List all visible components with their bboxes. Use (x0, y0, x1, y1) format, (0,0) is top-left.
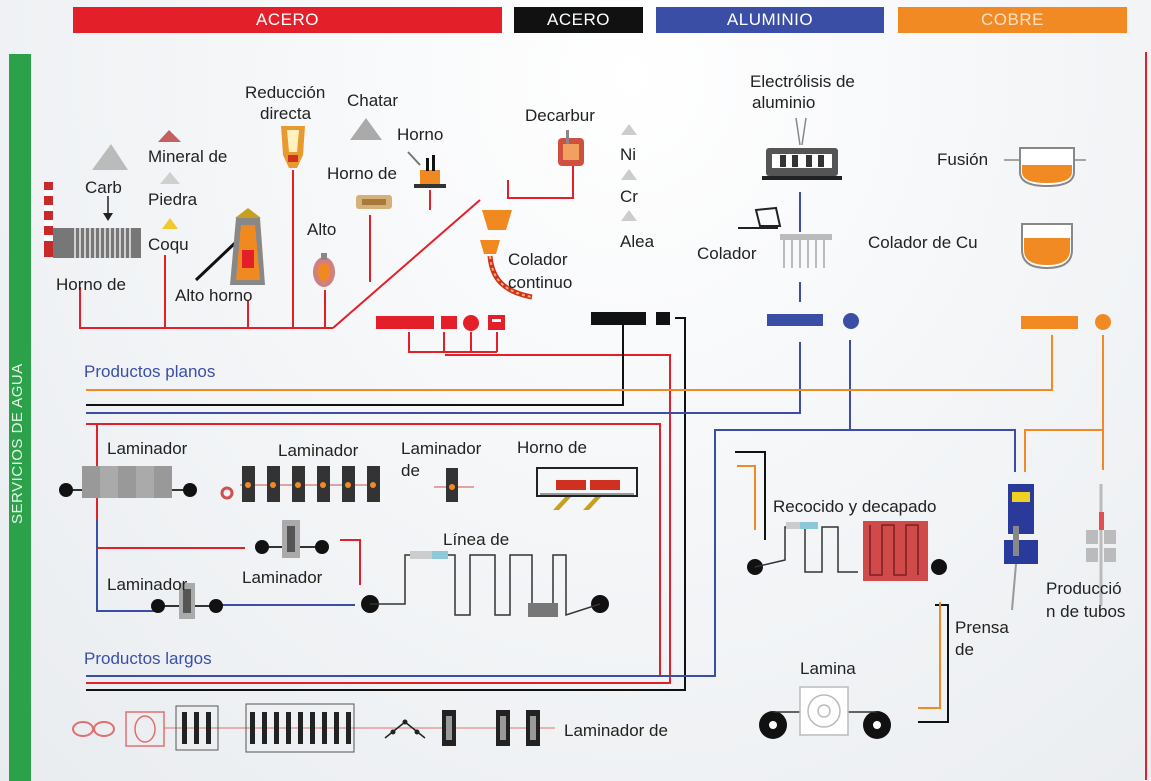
label-horno-de-3: Horno de (517, 438, 587, 457)
coke-oven-icon (53, 228, 141, 258)
label-chatar: Chatar (347, 91, 398, 110)
rolling-mill-3-icon (434, 468, 474, 502)
label-produccion-1: Producció (1046, 579, 1122, 598)
label-laminador-de: Laminador de (564, 721, 668, 740)
rolling-mill-5-icon (151, 583, 223, 619)
header-band-aluminio: ALUMINIO (656, 7, 884, 33)
rolling-mill-4-icon (255, 520, 329, 558)
sheet-roll-icon (759, 686, 891, 739)
label-electrolisis-1: Electrólisis de (750, 72, 855, 91)
label-laminador-3a: Laminador (401, 439, 482, 458)
label-piedra: Piedra (148, 190, 198, 209)
label-colador-continuo-2: continuo (508, 273, 572, 292)
label-cr: Cr (620, 187, 638, 206)
label-productos-largos: Productos largos (84, 649, 212, 668)
label-laminador-1: Laminador (107, 439, 188, 458)
label-ni: Ni (620, 145, 636, 164)
black-slab-bar (591, 312, 646, 325)
label-productos-planos: Productos planos (84, 362, 215, 381)
orange-slab-bar (1021, 316, 1078, 329)
electrolysis-cell-icon (762, 117, 842, 180)
decarburizer-icon (558, 130, 584, 166)
open-hearth-icon (356, 195, 392, 209)
header-band-acero-red: ACERO (73, 7, 502, 33)
long-products-mill-icon (72, 703, 555, 753)
chrome-pile-icon (621, 169, 637, 180)
label-alea: Alea (620, 232, 655, 251)
steel-black-products (591, 312, 670, 325)
aluminum-products (767, 313, 859, 329)
label-electrolisis-2: aluminio (752, 93, 815, 112)
steel-black-flow-lines (86, 317, 949, 723)
rolling-mill-1-icon (59, 466, 197, 498)
steel-red-flow-lines (79, 160, 671, 684)
nickel-pile-icon (621, 124, 637, 135)
red-slab-bar (376, 316, 434, 329)
orange-round-bar (1095, 314, 1111, 330)
label-colador: Colador (697, 244, 757, 263)
label-decarbur: Decarbur (525, 106, 595, 125)
label-fusion: Fusión (937, 150, 988, 169)
label-horno: Horno (397, 125, 443, 144)
copper-caster-icon (1021, 223, 1073, 270)
label-prensa-1: Prensa (955, 618, 1009, 637)
sidebar-water-services: SERVICIOS DE AGUA (9, 54, 31, 781)
chimney-icon (44, 182, 53, 257)
label-reduccion-2: directa (260, 104, 312, 123)
label-linea-de: Línea de (443, 530, 509, 549)
label-laminador-4: Laminador (242, 568, 323, 587)
label-lamina: Lamina (800, 659, 856, 678)
red-round-bar (463, 315, 479, 331)
copper-products (1021, 314, 1111, 330)
steel-red-products (376, 315, 505, 331)
red-billet-square (441, 316, 457, 329)
fusion-furnace-icon (1004, 147, 1086, 188)
black-billet-square (656, 312, 670, 325)
label-mineral: Mineral de (148, 147, 227, 166)
blast-furnace-icon (194, 208, 265, 285)
label-horno-de-2: Horno de (327, 164, 397, 183)
blue-round-bar (843, 313, 859, 329)
annealing-pickling-line-icon (747, 521, 947, 581)
label-laminador-2: Laminador (278, 441, 359, 460)
label-reduccion-1: Reducción (245, 83, 325, 102)
label-recocido: Recocido y decapado (773, 497, 937, 516)
tube-production-icon (1086, 484, 1116, 606)
label-alto-horno: Alto horno (175, 286, 253, 305)
limestone-pile-icon (160, 172, 180, 184)
alloy-pile-icon (621, 210, 637, 221)
aluminum-blue-flow-lines (86, 192, 1016, 677)
label-coqu: Coqu (148, 235, 189, 254)
extrusion-press-icon (1004, 484, 1038, 611)
direct-reduction-icon (281, 126, 305, 168)
reheat-furnace-icon (536, 467, 638, 510)
blue-slab-bar (767, 314, 823, 326)
label-laminador-5: Laminador (107, 575, 188, 594)
label-prensa-2: de (955, 640, 974, 659)
label-colador-continuo-1: Colador (508, 250, 568, 269)
label-alto: Alto (307, 220, 336, 239)
coke-pile-icon (162, 218, 178, 229)
label-laminador-3b: de (401, 461, 420, 480)
copper-orange-flow-lines (86, 335, 1104, 709)
converter-icon (313, 253, 335, 287)
rolling-mill-2-icon (220, 466, 380, 502)
electric-furnace-icon (407, 151, 446, 188)
red-beam-profile (488, 315, 505, 330)
processing-line-icon (361, 551, 609, 617)
coal-pile-icon (92, 144, 128, 170)
header-band-acero-black: ACERO (514, 7, 643, 33)
label-produccion-2: n de tubos (1046, 602, 1125, 621)
aluminum-caster-icon (738, 206, 832, 268)
label-colador-cu: Colador de Cu (868, 233, 978, 252)
label-horno-de-1: Horno de (56, 275, 126, 294)
continuous-caster-icon (480, 210, 533, 300)
header-band-cobre: COBRE (898, 7, 1127, 33)
scrap-pile-icon (350, 118, 382, 140)
label-carb: Carb (85, 178, 122, 197)
ore-pile-icon (158, 130, 181, 142)
